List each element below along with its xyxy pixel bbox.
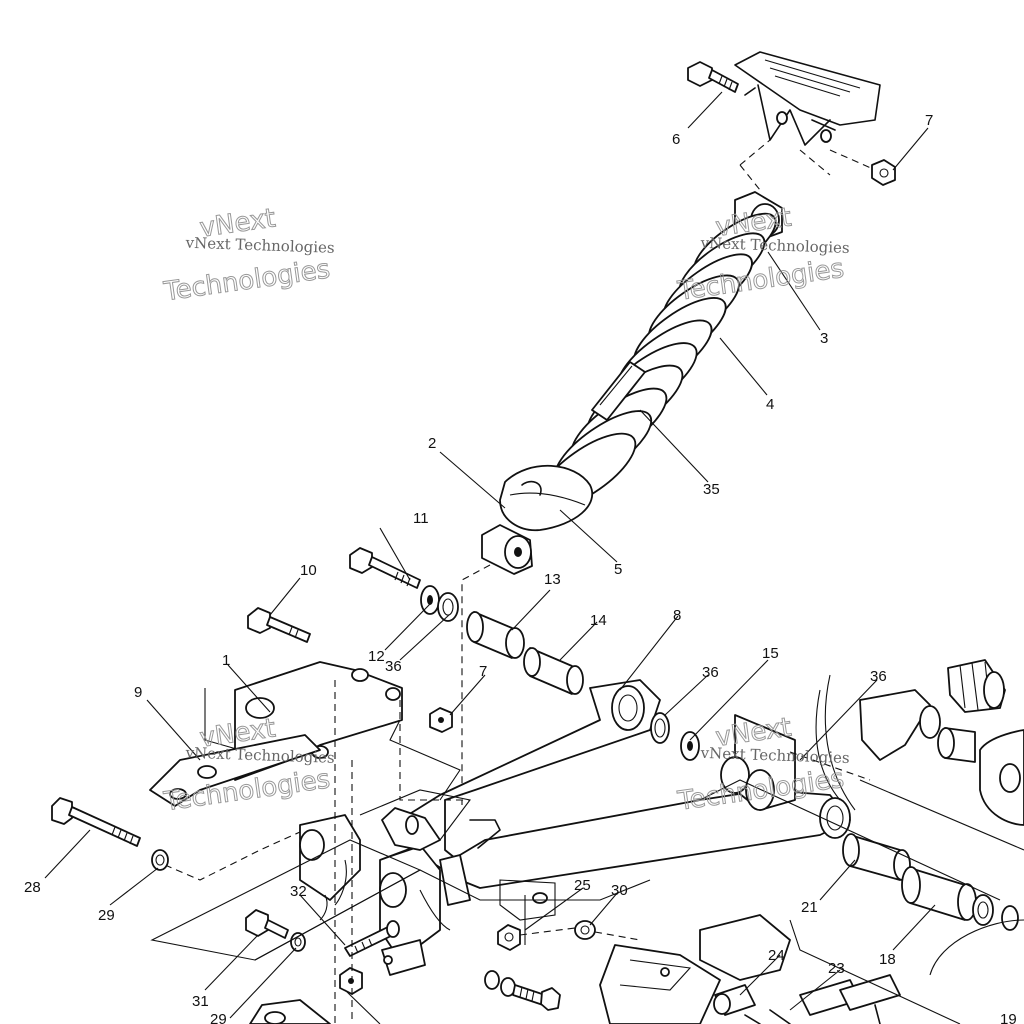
washer-part-29-upper <box>151 849 169 871</box>
right-mount-bracket <box>720 674 941 811</box>
watermark-line2: vNext Technologies <box>184 744 335 767</box>
bushing-part-21 <box>842 833 911 881</box>
nut-part-25 <box>497 924 521 951</box>
shock-lower-eye-part-2 <box>461 524 533 805</box>
callout-4: 4 <box>766 396 774 413</box>
watermark-line2: vNext Technologies <box>184 234 335 257</box>
callout-12: 12 <box>368 648 385 665</box>
upper-frame-bracket <box>734 51 881 191</box>
rubber-bumper <box>947 659 1006 713</box>
callout-29-upper: 29 <box>98 907 115 924</box>
callout-32: 32 <box>290 883 307 900</box>
callout-19: 19 <box>1000 1011 1017 1024</box>
callout-35: 35 <box>703 481 720 498</box>
callout-36-right: 36 <box>870 668 887 685</box>
callout-2: 2 <box>428 435 436 452</box>
callout-23: 23 <box>828 960 845 977</box>
washer-part-12 <box>420 585 459 622</box>
callout-28: 28 <box>24 879 41 896</box>
callout-1: 1 <box>222 652 230 669</box>
bolt-part-10 <box>247 607 311 643</box>
washer-part-30 <box>519 920 641 941</box>
bushing-part-18 <box>901 866 977 921</box>
bushing-part-14 <box>523 647 584 695</box>
callout-18: 18 <box>879 951 896 968</box>
watermark-left: vNext vNext Technologies Technologies <box>161 203 335 308</box>
shock-lower-body-part-5 <box>499 464 593 532</box>
bolt-part-11 <box>349 547 421 589</box>
callout-24: 24 <box>768 947 785 964</box>
callout-10: 10 <box>300 562 317 579</box>
callout-15: 15 <box>762 645 779 662</box>
shock-spring-part-4 <box>537 212 777 510</box>
shock-label-tag-part-35 <box>591 361 646 421</box>
watermark-lower-right: vNext vNext Technologies Technologies <box>675 712 850 817</box>
callout-8: 8 <box>673 607 681 624</box>
nut-lower-left <box>339 967 363 995</box>
watermark-line3: Technologies <box>161 254 332 307</box>
callout-9: 9 <box>134 684 142 701</box>
callout-36-left: 36 <box>385 658 402 675</box>
nut-part-7-top <box>829 149 896 186</box>
callout-13: 13 <box>544 571 561 588</box>
bracket-part-9 <box>149 734 321 807</box>
callout-labels: 6 7 3 4 35 2 5 11 10 12 36 13 14 8 36 15… <box>24 112 1017 1024</box>
callout-11: 11 <box>413 510 429 527</box>
washer-part-29-lower <box>290 932 306 952</box>
callout-5: 5 <box>614 561 622 578</box>
long-bolt-part-28 <box>51 797 301 881</box>
bolt-part-6 <box>687 61 739 93</box>
callout-29-lower: 29 <box>210 1011 227 1024</box>
lower-rail-parts <box>599 914 901 1024</box>
lower-bolt-row <box>249 970 561 1024</box>
callout-25: 25 <box>574 877 591 894</box>
watermark-line2: vNext Technologies <box>699 744 850 767</box>
leader-lines <box>44 91 936 1024</box>
callout-31: 31 <box>192 993 209 1010</box>
washer-part-36-right <box>650 712 670 744</box>
callout-3: 3 <box>820 330 828 347</box>
bolt-part-32 <box>344 920 426 976</box>
callout-7-top: 7 <box>925 112 933 129</box>
callout-7-lower: 7 <box>479 663 487 680</box>
callout-14: 14 <box>590 612 607 629</box>
callout-36-mid: 36 <box>702 664 719 681</box>
idler-wheel-part-19 <box>937 727 1024 826</box>
watermark-line2: vNext Technologies <box>699 234 850 257</box>
bushing-part-13 <box>466 611 525 659</box>
washer-part-15 <box>680 731 700 761</box>
watermark-upper-right: vNext vNext Technologies Technologies <box>675 202 850 307</box>
callout-30: 30 <box>611 882 628 899</box>
callout-6: 6 <box>672 131 680 148</box>
callout-21: 21 <box>801 899 818 916</box>
bolt-part-31 <box>245 909 289 939</box>
washer-right-lower <box>929 894 1024 976</box>
nut-part-7-lower <box>429 707 453 733</box>
